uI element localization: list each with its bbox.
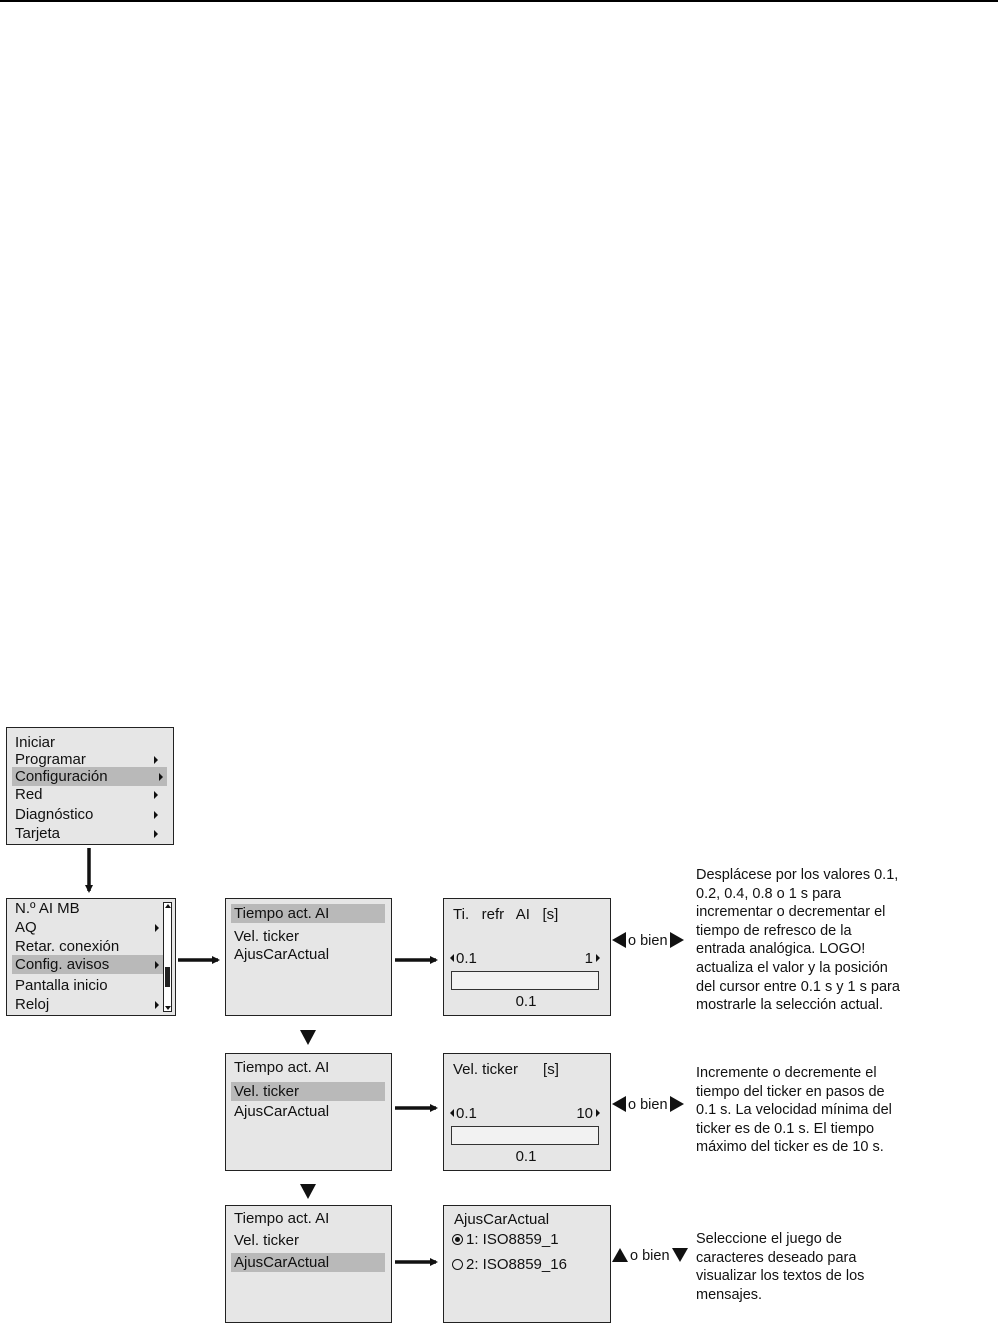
- down-triangle-2: [300, 1184, 316, 1199]
- decrease-icon[interactable]: [450, 954, 454, 962]
- menu-item-retar-conexion[interactable]: Retar. conexión: [15, 938, 120, 955]
- note-refresh: Desplácese por los valores 0.1, 0.2, 0.4…: [696, 867, 900, 1014]
- down-key-icon: [671, 1248, 688, 1262]
- submenu-arrow-icon: [154, 811, 158, 819]
- key-hint-left-right-2: o bien: [612, 1096, 684, 1114]
- config-menu-screen: N.º AI MB AQ Retar. conexión Config. avi…: [6, 898, 176, 1016]
- menu-item-red[interactable]: Red: [12, 785, 167, 804]
- range-max: 10: [576, 1105, 593, 1122]
- menu-item-ajuscaractual[interactable]: AjusCarActual: [234, 946, 330, 963]
- menu-item-ajuscaractual[interactable]: AjusCarActual: [234, 1103, 330, 1120]
- charset-screen: AjusCarActual 1: ISO8859_1 2: ISO8859_16: [443, 1205, 611, 1323]
- avisos-menu-screen-2: Tiempo act. AI Vel. ticker AjusCarActual: [225, 1053, 392, 1171]
- submenu-arrow-icon: [159, 773, 163, 781]
- note-ticker: Incremente o decremente el tiempo del ti…: [696, 1065, 892, 1156]
- decrease-icon[interactable]: [450, 1109, 454, 1117]
- scroll-thumb[interactable]: [165, 967, 170, 987]
- current-value: 0.1: [515, 1148, 537, 1165]
- range-max: 1: [584, 950, 593, 967]
- menu-item-tiempo-act-ai[interactable]: Tiempo act. AI: [234, 1210, 330, 1227]
- range-row: 0.1 10: [450, 1105, 600, 1123]
- submenu-arrow-icon: [154, 756, 158, 764]
- right-key-icon: [669, 932, 684, 948]
- menu-item-config-avisos[interactable]: Config. avisos: [12, 955, 163, 974]
- left-key-icon: [612, 932, 626, 948]
- submenu-arrow-icon: [154, 830, 158, 838]
- top-rule: [0, 0, 998, 2]
- menu-item-reloj[interactable]: Reloj: [12, 995, 163, 1014]
- scroll-up-icon[interactable]: [164, 904, 171, 908]
- range-min: 0.1: [456, 950, 477, 967]
- submenu-arrow-icon: [154, 791, 158, 799]
- radio-unchecked-icon[interactable]: [452, 1259, 463, 1270]
- key-hint-up-down: o bien: [612, 1247, 688, 1265]
- current-value: 0.1: [515, 993, 537, 1010]
- menu-item-vel-ticker[interactable]: Vel. ticker: [234, 1232, 300, 1249]
- scrollbar[interactable]: [163, 902, 172, 1012]
- note-charset: Seleccione el juego de caracteres desead…: [696, 1231, 865, 1303]
- key-hint-left-right-1: o bien: [612, 932, 684, 950]
- screen-title: Ti. refr AI [s]: [453, 906, 559, 923]
- menu-item-n-ai-mb[interactable]: N.º AI MB: [15, 900, 80, 917]
- range-max-group: 10: [576, 1105, 600, 1122]
- increase-icon[interactable]: [596, 1109, 600, 1117]
- ticker-speed-screen: Vel. ticker [s] 0.1 10 0.1: [443, 1053, 611, 1171]
- menu-item-tarjeta[interactable]: Tarjeta: [12, 824, 167, 843]
- left-key-icon: [612, 1096, 626, 1112]
- menu-item-ajuscaractual[interactable]: AjusCarActual: [231, 1253, 385, 1272]
- range-row: 0.1 1: [450, 950, 600, 968]
- value-bar[interactable]: [451, 971, 599, 990]
- menu-item-programar[interactable]: Programar: [12, 750, 167, 769]
- avisos-menu-screen-1: Tiempo act. AI Vel. ticker AjusCarActual: [225, 898, 392, 1016]
- submenu-arrow-icon: [155, 924, 159, 932]
- radio-checked-icon[interactable]: [452, 1234, 463, 1245]
- increase-icon[interactable]: [596, 954, 600, 962]
- menu-item-tiempo-act-ai[interactable]: Tiempo act. AI: [231, 904, 385, 923]
- right-key-icon: [669, 1096, 684, 1112]
- submenu-arrow-icon: [155, 1001, 159, 1009]
- menu-item-vel-ticker[interactable]: Vel. ticker: [234, 928, 300, 945]
- refresh-time-screen: Ti. refr AI [s] 0.1 1 0.1: [443, 898, 611, 1016]
- submenu-arrow-icon: [155, 961, 159, 969]
- scroll-down-icon[interactable]: [164, 1006, 171, 1010]
- menu-item-diagnostico[interactable]: Diagnóstico: [12, 805, 167, 824]
- menu-item-pantalla-inicio[interactable]: Pantalla inicio: [15, 977, 108, 994]
- menu-item-vel-ticker[interactable]: Vel. ticker: [231, 1082, 385, 1101]
- charset-option-2[interactable]: 2: ISO8859_16: [452, 1256, 567, 1273]
- avisos-menu-screen-3: Tiempo act. AI Vel. ticker AjusCarActual: [225, 1205, 392, 1323]
- range-max-group: 1: [585, 950, 600, 967]
- screen-title: AjusCarActual: [454, 1211, 550, 1228]
- menu-item-tiempo-act-ai[interactable]: Tiempo act. AI: [234, 1059, 330, 1076]
- main-menu-screen: Iniciar Programar Configuración Red Diag…: [6, 727, 174, 845]
- menu-item-configuracion[interactable]: Configuración: [12, 767, 167, 786]
- value-bar[interactable]: [451, 1126, 599, 1145]
- menu-item-iniciar[interactable]: Iniciar: [15, 734, 56, 751]
- down-triangle-1: [300, 1030, 316, 1045]
- charset-option-1[interactable]: 1: ISO8859_1: [452, 1231, 559, 1248]
- up-key-icon: [612, 1248, 628, 1262]
- menu-item-aq[interactable]: AQ: [12, 918, 163, 937]
- screen-title: Vel. ticker [s]: [453, 1061, 559, 1078]
- range-min: 0.1: [456, 1105, 477, 1122]
